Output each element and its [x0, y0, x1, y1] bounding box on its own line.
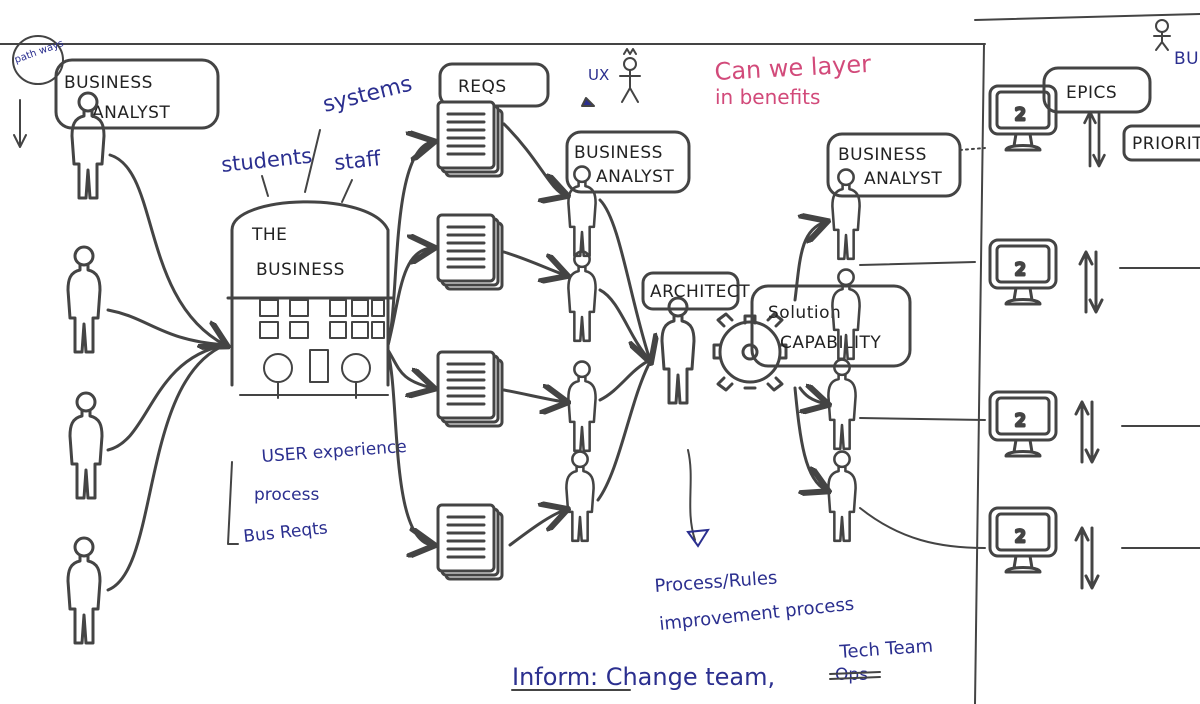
inform-text: : Change team, [590, 663, 775, 691]
monitor-3: 2 [988, 390, 1058, 458]
doc-stack-1 [436, 100, 504, 178]
priority-label: PRIORIT [1132, 134, 1200, 154]
layer-benefits-line1: Can we layer [714, 50, 872, 86]
epics-box: EPICS [1042, 66, 1152, 114]
person-right-4 [827, 450, 857, 543]
strike-through [829, 671, 881, 680]
ba-left-line1: BUSINESS [64, 73, 153, 93]
monitor-3-label: 2 [1015, 411, 1026, 431]
page-divider-2 [974, 13, 1200, 21]
annotation-ticks [261, 175, 353, 203]
monitor-4-label: 2 [1015, 527, 1026, 547]
building-title-2: BUSINESS [256, 260, 345, 280]
person-mid-2 [567, 250, 597, 343]
solution-line2: CAPABILITY [780, 333, 881, 353]
ba-mid-line1: BUSINESS [574, 143, 663, 163]
reqs-label: REQS [458, 77, 507, 97]
gear-icon [712, 312, 788, 392]
reqs-box: REQS [438, 62, 550, 108]
crossed-word: Ops [835, 665, 868, 685]
ba-right-line2: ANALYST [864, 169, 942, 189]
epics-label: EPICS [1066, 83, 1117, 103]
flow-left-to-building [106, 153, 225, 592]
flow-docs-to-people [502, 122, 565, 547]
person-mid-1 [567, 165, 597, 258]
flow-building-to-docs [386, 142, 432, 545]
inform-label: Inform [512, 663, 590, 691]
right-edge-lines [1119, 267, 1200, 549]
monitor-4: 2 [988, 506, 1058, 574]
person-mid-3 [567, 360, 597, 453]
flow-architect-to-right [793, 222, 826, 490]
arrow-to-process [687, 449, 696, 541]
monitor-1: 2 [988, 84, 1058, 152]
monitor-1-label: 2 [1015, 105, 1026, 125]
monitor-2-label: 2 [1015, 260, 1026, 280]
updown-arrows-2 [1078, 250, 1104, 314]
business-analyst-box-left: BUSINESS ANALYST [54, 58, 220, 130]
doc-stack-2 [436, 213, 504, 291]
bracket [227, 461, 239, 545]
systems-label: systems [320, 72, 414, 118]
architect-person [660, 296, 696, 405]
process-rules-label: Process/Rules [654, 567, 778, 597]
corner-stick-figure [1153, 19, 1171, 51]
ux-label: UX [588, 66, 609, 84]
students-label: students [220, 144, 313, 177]
person-right-3 [827, 358, 857, 451]
priority-box: PRIORIT [1122, 124, 1200, 162]
person-mid-4 [565, 450, 595, 543]
ba-mid-line2: ANALYST [596, 167, 674, 187]
ba-left-line2: ANALYST [92, 103, 170, 123]
architect-box: ARCHITECT [641, 271, 750, 311]
arrow-head-process [686, 528, 710, 548]
person-right-1 [831, 168, 861, 261]
bus-reqts-label: Bus Reqts [242, 518, 328, 547]
doc-stack-3 [436, 350, 504, 428]
person-left-3 [68, 391, 104, 500]
solution-capability-box: Solution CAPABILITY [750, 284, 912, 368]
staff-label: staff [333, 146, 382, 175]
monitor-2: 2 [988, 238, 1058, 306]
architect-label: ARCHITECT [650, 282, 750, 302]
user-experience-label: USER experience [261, 437, 407, 467]
tech-team-label: Tech Team [838, 636, 934, 664]
person-left-4 [66, 536, 102, 645]
ux-stick-figure [581, 48, 641, 107]
page-divider [974, 43, 985, 704]
slash-divider [304, 129, 321, 193]
the-business-building: THE BUSINESS [226, 200, 394, 399]
person-left-2 [66, 245, 102, 354]
business-analyst-box-right: BUSINESS ANALYST [826, 132, 962, 198]
solution-line1: Solution [768, 303, 841, 323]
priority-updown-arrows [1083, 110, 1106, 168]
building-title-1: THE [251, 225, 287, 245]
updown-arrows-4 [1074, 526, 1100, 590]
layer-benefits-line2: in benefits [715, 85, 820, 109]
doc-stack-4 [436, 503, 504, 581]
inform-line: Inform : Change team, Ops Tech Team [511, 636, 934, 691]
process-label: process [254, 485, 319, 505]
bus-corner-label: BUS [1174, 49, 1200, 69]
improvement-process-label: improvement process [658, 594, 855, 635]
ba-right-line1: BUSINESS [838, 145, 927, 165]
business-analyst-box-mid: BUSINESS ANALYST [565, 130, 691, 194]
lines-to-monitors [859, 147, 986, 549]
flow-people-to-architect [596, 198, 650, 502]
updown-arrows-3 [1074, 400, 1100, 464]
